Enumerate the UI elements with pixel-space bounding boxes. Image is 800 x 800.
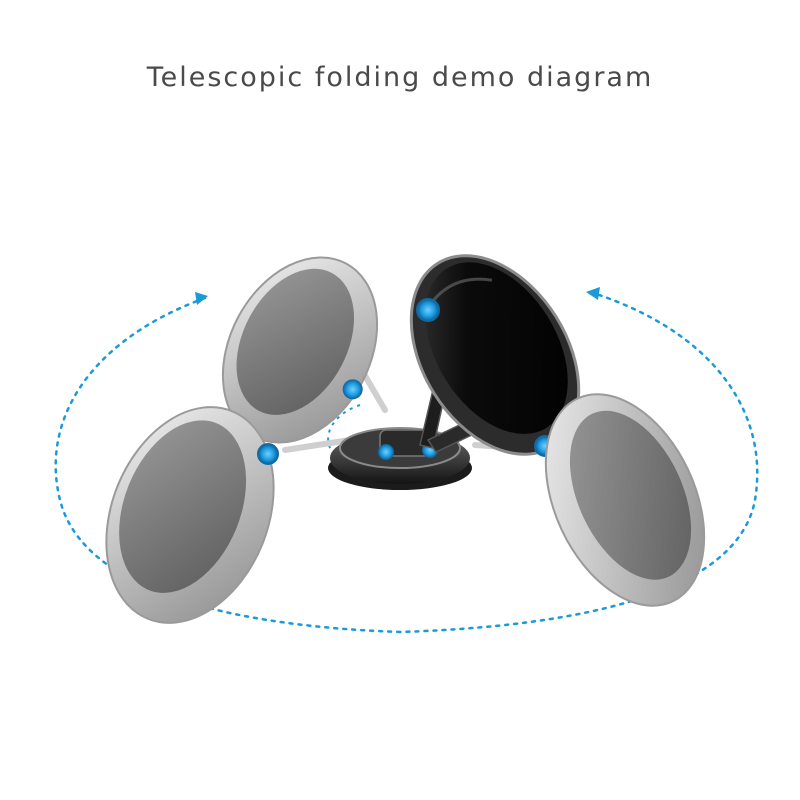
- mount-front-left: [105, 406, 275, 624]
- rotation-path-right: [398, 290, 759, 634]
- joint-icon-base-left: [378, 444, 394, 460]
- joint-icon-front-left: [257, 443, 279, 465]
- arrowhead-icon-left: [195, 292, 208, 305]
- joint-icon-black-top: [416, 298, 440, 322]
- arrowhead-icon-right: [586, 287, 600, 300]
- rotation-path-left: [54, 296, 402, 634]
- rotation-path-inner-left: [327, 404, 361, 456]
- joint-icon: [342, 379, 363, 400]
- diagram-title: Telescopic folding demo diagram: [146, 62, 654, 93]
- mount-black: [409, 254, 581, 456]
- mount-front-right: [544, 393, 706, 607]
